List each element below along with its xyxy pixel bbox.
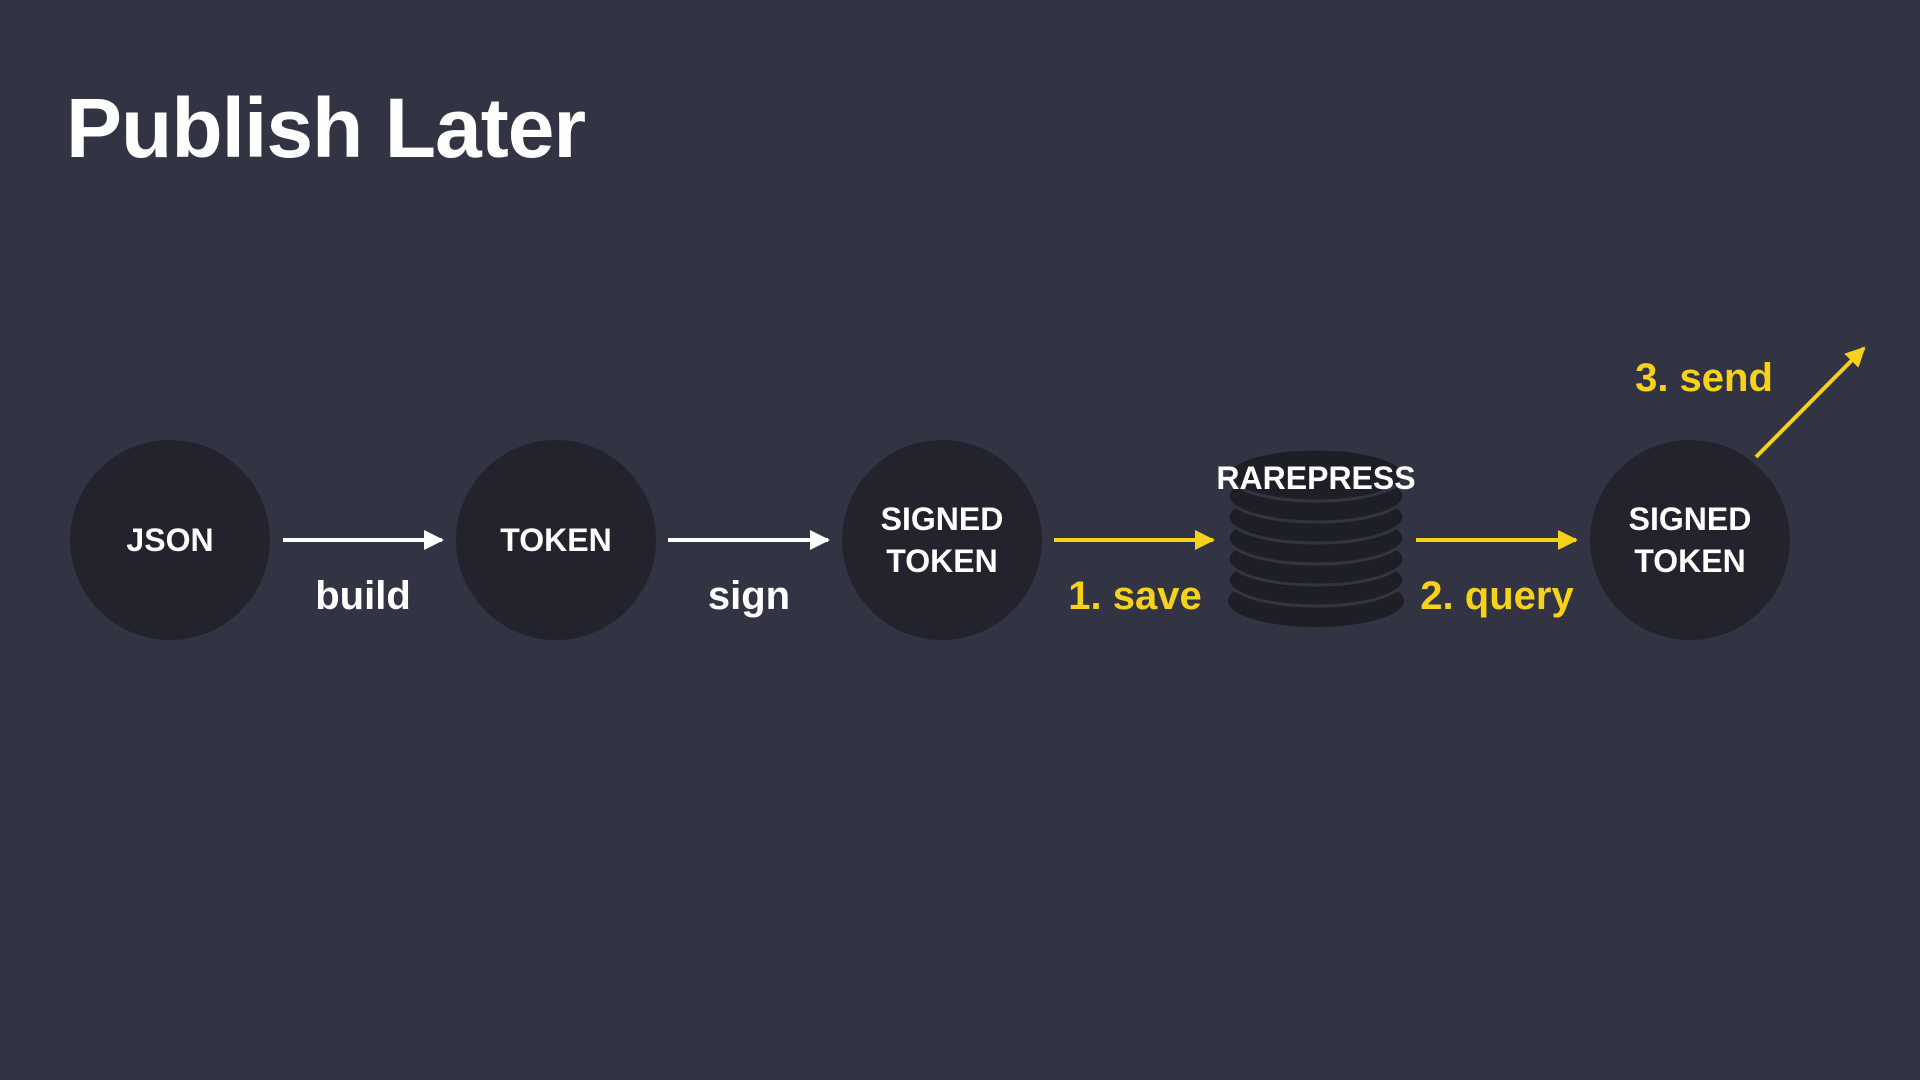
node-signed-token-retrieved: SIGNED TOKEN <box>1590 440 1790 640</box>
node-signed-token-retrieved-line-2: TOKEN <box>1634 543 1746 579</box>
edge-label-sign: sign <box>707 574 791 618</box>
database-label: RAREPRESS <box>1216 460 1416 496</box>
node-signed-token-line-1: SIGNED <box>880 501 1004 537</box>
database-icon <box>1226 447 1406 627</box>
node-signed-token: SIGNED TOKEN <box>842 440 1042 640</box>
node-token: TOKEN <box>456 440 656 640</box>
node-json: JSON <box>70 440 270 640</box>
node-token-label: TOKEN <box>500 522 612 558</box>
node-json-label: JSON <box>126 522 214 558</box>
edge-label-build: build <box>315 574 411 618</box>
slide-title: Publish Later <box>66 81 586 175</box>
arrow-send <box>1754 346 1866 459</box>
node-signed-token-line-2: TOKEN <box>886 543 998 579</box>
edge-label-send: 3. send <box>1635 356 1773 400</box>
edge-label-query: 2. query <box>1420 574 1574 618</box>
edge-label-save: 1. save <box>1068 574 1202 618</box>
node-signed-token-retrieved-line-1: SIGNED <box>1628 501 1752 537</box>
